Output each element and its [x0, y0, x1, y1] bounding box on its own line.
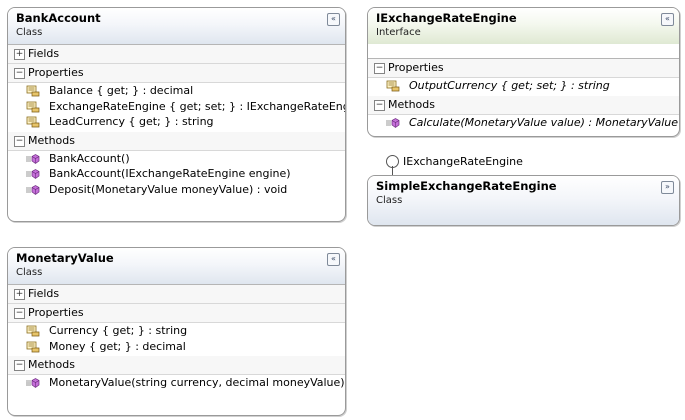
property-row[interactable]: Currency { get; } : string [8, 323, 345, 339]
expand-toggle-icon[interactable]: + [14, 289, 25, 300]
collapse-chevron-icon[interactable]: « [661, 13, 674, 26]
method-row[interactable]: Calculate(MonetaryValue value) : Monetar… [368, 115, 679, 131]
collapse-toggle-icon[interactable]: − [14, 308, 25, 319]
method-text: BankAccount() [49, 151, 130, 165]
property-text: Balance { get; } : decimal [49, 84, 194, 97]
section-label: Properties [28, 306, 84, 319]
monetary-title: MonetaryValue [16, 251, 114, 265]
simple-title: SimpleExchangeRateEngine [376, 179, 557, 193]
simple-kind: Class [376, 195, 403, 206]
expand-chevron-icon[interactable]: » [661, 181, 674, 194]
monetary-methods-section[interactable]: − Methods [8, 356, 345, 375]
section-label: Methods [28, 133, 75, 147]
method-row[interactable]: BankAccount(IExchangeRateEngine engine) [8, 166, 345, 182]
collapse-toggle-icon[interactable]: − [374, 63, 385, 74]
property-text: OutputCurrency { get; set; } : string [409, 79, 610, 92]
iexchange-body: − Properties OutputCurrency { get; set; … [368, 58, 679, 130]
property-icon [26, 116, 40, 128]
method-icon [26, 153, 40, 165]
property-text: ExchangeRateEngine { get; set; } : IExch… [49, 99, 346, 113]
bankaccount-kind: Class [16, 27, 43, 38]
method-text: MonetaryValue(string currency, decimal m… [49, 376, 345, 389]
method-row[interactable]: Deposit(MonetaryValue moneyValue) : void [8, 182, 345, 198]
property-icon [386, 80, 400, 92]
bankaccount-properties-section[interactable]: − Properties [8, 64, 345, 83]
section-label: Methods [28, 358, 75, 371]
bankaccount-methods-section[interactable]: − Methods [8, 131, 345, 151]
section-label: Properties [28, 66, 84, 79]
bankaccount-header[interactable]: BankAccount Class « [8, 8, 345, 44]
interface-lollipop-stem [392, 166, 393, 176]
monetary-body: + Fields − Properties Currency { get; } … [8, 284, 345, 391]
bankaccount-class-shape[interactable]: BankAccount Class « + Fields − Propertie… [7, 7, 346, 222]
iexchangerateengine-interface-shape[interactable]: IExchangeRateEngine Interface « − Proper… [367, 7, 680, 137]
monetary-fields-section[interactable]: + Fields [8, 285, 345, 304]
property-icon [26, 101, 40, 113]
method-text: Deposit(MonetaryValue moneyValue) : void [49, 182, 288, 196]
collapse-chevron-icon[interactable]: « [327, 253, 340, 266]
collapse-toggle-icon[interactable]: − [14, 68, 25, 79]
property-icon [26, 341, 40, 353]
property-row[interactable]: OutputCurrency { get; set; } : string [368, 78, 679, 94]
monetary-header[interactable]: MonetaryValue Class « [8, 248, 345, 284]
monetary-properties-section[interactable]: − Properties [8, 304, 345, 323]
iexchange-methods-section[interactable]: − Methods [368, 95, 679, 115]
method-text: Calculate(MonetaryValue value) : Monetar… [409, 115, 679, 129]
property-row[interactable]: LeadCurrency { get; } : string [8, 114, 345, 130]
section-label: Fields [28, 287, 60, 300]
property-row[interactable]: ExchangeRateEngine { get; set; } : IExch… [8, 99, 345, 115]
bankaccount-fields-section[interactable]: + Fields [8, 45, 345, 64]
method-icon [26, 184, 40, 196]
property-row[interactable]: Money { get; } : decimal [8, 339, 345, 355]
collapse-toggle-icon[interactable]: − [374, 99, 385, 111]
property-text: Currency { get; } : string [49, 324, 188, 337]
method-row[interactable]: MonetaryValue(string currency, decimal m… [8, 375, 345, 391]
collapse-chevron-icon[interactable]: « [327, 13, 340, 26]
section-label: Fields [28, 47, 60, 60]
collapse-toggle-icon[interactable]: − [14, 360, 25, 371]
expand-toggle-icon[interactable]: + [14, 49, 25, 60]
property-icon [26, 325, 40, 337]
simple-header[interactable]: SimpleExchangeRateEngine Class » [368, 176, 679, 225]
bankaccount-title: BankAccount [16, 11, 101, 25]
simpleexchangerateengine-class-shape[interactable]: SimpleExchangeRateEngine Class » [367, 175, 680, 226]
iexchange-header[interactable]: IExchangeRateEngine Interface « [368, 8, 679, 44]
method-row[interactable]: BankAccount() [8, 151, 345, 167]
iexchange-title: IExchangeRateEngine [376, 11, 517, 25]
lollipop-label[interactable]: IExchangeRateEngine [403, 155, 523, 168]
section-label: Methods [388, 97, 435, 111]
iexchange-properties-section[interactable]: − Properties [368, 59, 679, 78]
bankaccount-body: + Fields − Properties Balance { get; } :… [8, 44, 345, 197]
monetary-kind: Class [16, 267, 43, 278]
collapse-toggle-icon[interactable]: − [14, 135, 25, 147]
method-icon [26, 168, 40, 180]
method-icon [26, 377, 40, 389]
iexchange-kind: Interface [376, 27, 421, 38]
method-text: BankAccount(IExchangeRateEngine engine) [49, 167, 291, 180]
property-text: LeadCurrency { get; } : string [49, 115, 214, 128]
monetaryvalue-class-shape[interactable]: MonetaryValue Class « + Fields − Propert… [7, 247, 346, 416]
property-icon [26, 85, 40, 97]
method-icon [386, 117, 400, 129]
section-label: Properties [388, 61, 444, 74]
property-text: Money { get; } : decimal [49, 339, 186, 353]
property-row[interactable]: Balance { get; } : decimal [8, 83, 345, 99]
